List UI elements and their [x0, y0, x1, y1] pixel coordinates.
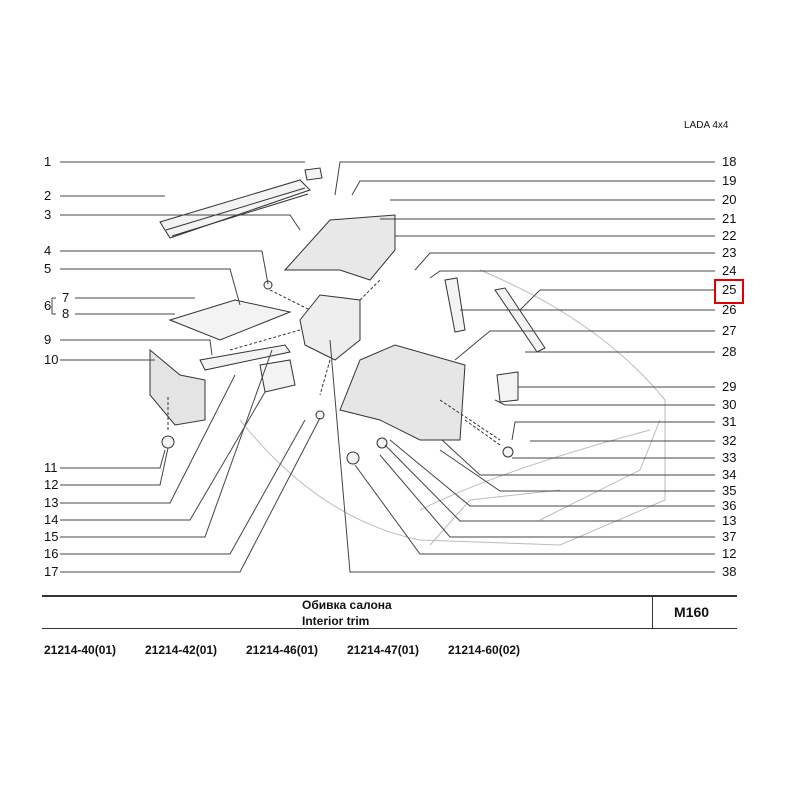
callout-number: 32 — [722, 433, 737, 448]
callout-number: 16 — [44, 546, 59, 561]
applicability-code: 21214-60(02) — [448, 643, 521, 657]
callout-number: 38 — [722, 564, 737, 579]
callout-number: 10 — [44, 352, 59, 367]
callout-number: 13 — [44, 495, 59, 510]
callout-number: 7 — [62, 290, 70, 305]
callout-number: 14 — [44, 512, 59, 527]
callout-number: 26 — [722, 302, 737, 317]
applicability-code: 21214-42(01) — [145, 643, 218, 657]
callout-number: 30 — [722, 397, 737, 412]
applicability-code: 21214-40(01) — [44, 643, 117, 657]
callout-number: 17 — [44, 564, 59, 579]
callout-number: 9 — [44, 332, 52, 347]
title-block-top-rule — [42, 595, 737, 597]
callout-number: 12 — [44, 477, 59, 492]
callout-number: 11 — [44, 460, 58, 475]
parts-drawing — [149, 167, 546, 465]
callout-number: 12 — [722, 546, 737, 561]
callout-number: 31 — [722, 414, 737, 429]
section-code: M160 — [674, 604, 710, 620]
car-body-outline — [239, 269, 666, 546]
highlight-box — [714, 279, 744, 304]
assembly-arrows — [167, 279, 501, 446]
callout-number: 18 — [722, 154, 737, 169]
callout-number: 23 — [722, 245, 737, 260]
model-label: LADA 4x4 — [684, 120, 729, 131]
callout-number: 24 — [722, 263, 737, 278]
callout-number: 21 — [722, 211, 737, 226]
callout-number: 20 — [722, 192, 737, 207]
callout-number: 37 — [722, 529, 737, 544]
title-english: Interior trim — [302, 614, 370, 628]
callout-number: 29 — [722, 379, 737, 394]
title-russian: Обивка салона — [302, 598, 392, 612]
callout-number: 36 — [722, 498, 737, 513]
callout-number: 35 — [722, 483, 737, 498]
callout-number: 19 — [722, 173, 737, 188]
callout-number: 3 — [44, 207, 52, 222]
callout-number: 22 — [722, 228, 737, 243]
callout-number: 6 — [44, 298, 52, 313]
callout-number: 13 — [722, 513, 737, 528]
title-block-divider — [652, 596, 653, 629]
callout-number: 34 — [722, 467, 737, 482]
callout-number: 27 — [722, 323, 737, 338]
applicability-code: 21214-47(01) — [347, 643, 420, 657]
callout-number: 2 — [44, 188, 52, 203]
callout-number: 8 — [62, 306, 70, 321]
callout-number: 5 — [44, 261, 52, 276]
applicability-code: 21214-46(01) — [246, 643, 319, 657]
callout-number: 4 — [44, 243, 52, 258]
callout-number: 1 — [44, 154, 52, 169]
title-block-bottom-rule — [42, 628, 737, 629]
leader-lines — [51, 161, 715, 573]
callout-number: 28 — [722, 344, 737, 359]
callout-number: 25 — [722, 282, 737, 297]
callout-number: 15 — [44, 529, 59, 544]
callout-number: 33 — [722, 450, 737, 465]
